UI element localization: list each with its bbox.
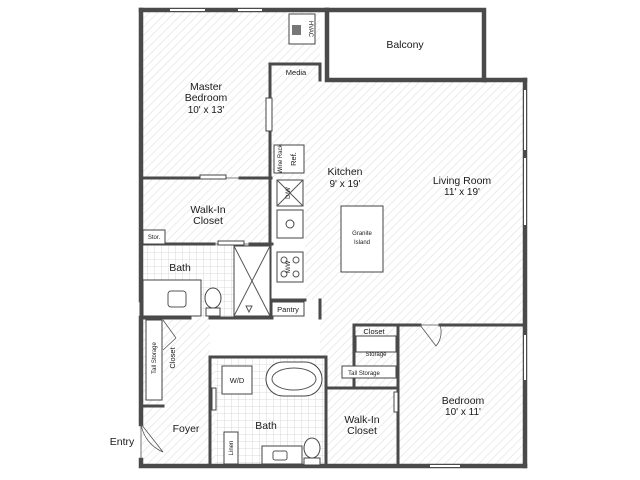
dw-label: D/W bbox=[286, 187, 292, 199]
pantry-label: Pantry bbox=[277, 305, 299, 314]
mw-label: M/W bbox=[286, 260, 292, 273]
linen-label: Linen bbox=[229, 441, 235, 456]
wine-rack-label: Wine Rack bbox=[278, 144, 284, 174]
storage-label: Storage bbox=[365, 352, 387, 358]
wd-label: W/D bbox=[230, 376, 245, 385]
entry-label: Entry bbox=[110, 436, 135, 448]
living-room-label: Living Room bbox=[433, 175, 492, 187]
stor-label: Stor. bbox=[148, 235, 161, 241]
closet-middle-label: Closet bbox=[363, 327, 385, 336]
hvac-label: HVAC bbox=[307, 21, 313, 38]
granite-island-label-2: Island bbox=[354, 240, 370, 246]
media-label: Media bbox=[286, 68, 307, 77]
kitchen-label: Kitchen bbox=[327, 166, 362, 178]
master-bedroom-dims: 10' x 13' bbox=[188, 105, 225, 116]
balcony-label: Balcony bbox=[386, 39, 424, 51]
foyer-label: Foyer bbox=[173, 423, 200, 435]
kitchen-dims: 9' x 19' bbox=[329, 179, 360, 190]
closet-left-label: Closet bbox=[168, 346, 177, 368]
tall-storage-left-label: Tall Storage bbox=[152, 341, 158, 373]
doors bbox=[140, 97, 442, 460]
granite-island-label-1: Granite bbox=[352, 231, 372, 237]
windows bbox=[170, 9, 526, 467]
bedroom-label: Bedroom bbox=[442, 395, 485, 407]
master-bedroom-label-2: Bedroom bbox=[185, 92, 228, 104]
walk-in-closet-top-label-1: Walk-In bbox=[190, 204, 225, 216]
fixtures bbox=[142, 13, 397, 466]
fixture-labels: HVAC Media Wine Rack Ref. D/W M/W Granit… bbox=[110, 21, 387, 455]
living-room-dims: 11' x 19' bbox=[444, 187, 480, 198]
walk-in-closet-top-label-2: Closet bbox=[193, 215, 223, 227]
tall-storage-right-label: Tall Storage bbox=[348, 371, 380, 377]
walk-in-closet-bottom-label-1: Walk-In bbox=[344, 414, 379, 426]
master-bedroom-label-1: Master bbox=[190, 81, 223, 93]
bedroom-dims: 10' x 11' bbox=[445, 407, 481, 418]
walk-in-closet-bottom-label-2: Closet bbox=[347, 425, 377, 437]
ref-label: Ref. bbox=[289, 152, 298, 166]
bath-bottom-label: Bath bbox=[255, 420, 277, 432]
room-labels: Master Bedroom 10' x 13' Balcony Kitchen… bbox=[169, 39, 491, 437]
bath-top-label: Bath bbox=[169, 262, 191, 274]
exterior-walls bbox=[138, 7, 528, 469]
